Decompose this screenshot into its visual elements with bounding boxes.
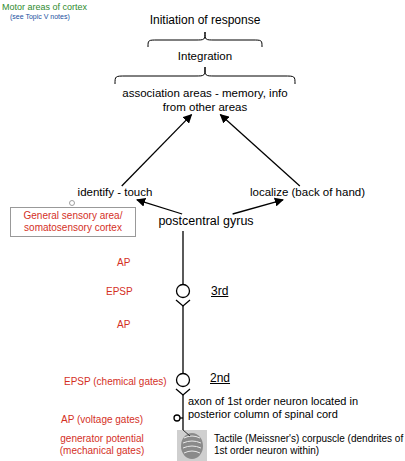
text-node: postcentral gyrus	[142, 214, 270, 229]
node-text: association areas - memory, info from ot…	[122, 87, 288, 115]
annotation-text: Motor areas of cortex	[2, 2, 87, 13]
signal-label: AP	[117, 319, 130, 331]
neuron-order-label: 3rd	[211, 284, 228, 298]
node-text: identify - touch	[62, 186, 168, 200]
signal-label: generator potential (mechanical gates)	[48, 433, 156, 457]
text-node: identify - touch	[62, 186, 168, 200]
annotation-text: Tactile (Meissner's) corpuscle (dendrite…	[214, 433, 404, 457]
node-text: Initiation of response	[130, 13, 280, 27]
curly-brace	[148, 32, 262, 47]
neuron-pathway	[174, 231, 190, 430]
text-node: localize (back of hand)	[235, 186, 380, 200]
node-text: postcentral gyrus	[142, 214, 270, 229]
signal-label: AP (voltage gates)	[61, 414, 143, 426]
arrow-connector	[220, 115, 299, 186]
text-node: association areas - memory, info from ot…	[122, 87, 288, 115]
text-box: General sensory area/ somatosensory cort…	[10, 207, 136, 237]
curly-brace	[115, 67, 295, 84]
signal-label: EPSP (chemical gates)	[64, 376, 167, 388]
arrow-connector	[137, 200, 182, 214]
selection-handle	[70, 201, 75, 206]
signal-label: AP	[117, 257, 130, 269]
text-node: Initiation of response	[130, 13, 280, 27]
node-text: General sensory area/ somatosensory cort…	[14, 210, 132, 234]
annotation-text: (see Topic V notes)	[10, 13, 70, 21]
signal-label: EPSP	[106, 286, 133, 298]
annotation-text: axon of 1st order neuron located in post…	[188, 395, 388, 421]
arrow-connector	[122, 115, 192, 186]
text-node: Integration	[160, 50, 250, 64]
neuron-order-label: 2nd	[210, 371, 230, 385]
meissner-corpuscle-illustration	[177, 430, 207, 461]
arrow-connector	[233, 200, 283, 214]
node-text: localize (back of hand)	[235, 186, 380, 200]
node-text: Integration	[160, 50, 250, 64]
